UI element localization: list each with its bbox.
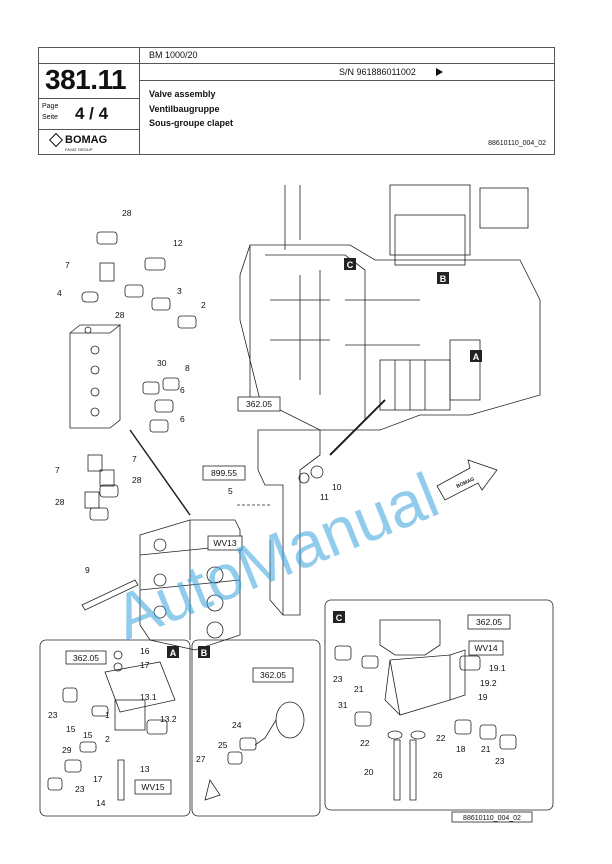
serial-number: S/N 961886011002 (339, 67, 416, 77)
callout-c-22: 22 (360, 738, 370, 748)
callout-a-13: 13 (140, 764, 150, 774)
logo-text: BOMAG (65, 134, 108, 146)
detail-a-ref-box: 362.05 (73, 653, 99, 663)
callout-a-2: 2 (105, 734, 110, 744)
detail-b-ref-box: 362.05 (260, 670, 286, 680)
callout-c-18: 18 (456, 744, 466, 754)
callout-a-15: 15 (66, 724, 76, 734)
callout-b-25: 25 (218, 740, 228, 750)
callout-10: 10 (332, 482, 342, 492)
callout-7: 7 (65, 260, 70, 270)
detail-letter-b: B (440, 274, 447, 284)
callout-c-26: 26 (433, 770, 443, 780)
callout-b-24: 24 (232, 720, 242, 730)
section-number: 381.11 (45, 64, 127, 95)
callout-28b: 28 (115, 310, 125, 320)
callout-c-22b: 22 (436, 733, 446, 743)
title-fr: Sous-groupe clapet (149, 118, 234, 128)
watermark: AutoManual (104, 459, 448, 654)
detail-letter-boxes: C B A A B C (167, 258, 482, 658)
callout-a-17b: 17 (93, 774, 103, 784)
model-name: BM 1000/20 (149, 50, 198, 60)
serial-arrow-icon (436, 68, 443, 76)
divider (39, 63, 139, 64)
callout-a-23: 23 (48, 710, 58, 720)
callout-a-16: 16 (140, 646, 150, 656)
callout-a-14: 14 (96, 798, 106, 808)
title-de: Ventilbaugruppe (149, 104, 220, 114)
detail-c-ref-box: 362.05 (476, 617, 502, 627)
callout-11: 11 (320, 492, 329, 502)
callout-a-1: 1 (105, 710, 110, 720)
callout-28: 28 (122, 208, 132, 218)
divider (139, 48, 140, 154)
callout-3: 3 (177, 286, 182, 296)
callout-2: 2 (201, 300, 206, 310)
page-box: Page Seite 4 / 4 (39, 98, 139, 130)
callout-b-27: 27 (196, 754, 206, 764)
callout-c-20: 20 (364, 767, 374, 777)
callout-4: 4 (57, 288, 62, 298)
callout-a-13-1: 13.1 (140, 692, 157, 702)
callout-28d: 28 (55, 497, 65, 507)
ref-box-899-55: 899.55 (211, 468, 237, 478)
title-en: Valve assembly (149, 89, 216, 99)
detail-a-letter: A (170, 648, 177, 658)
callout-a-17: 17 (140, 660, 150, 670)
callout-a-15b: 15 (83, 730, 93, 740)
callout-c-21b: 21 (481, 744, 491, 754)
callout-7b: 7 (55, 465, 60, 475)
drawing-id: 88610110_004_02 (463, 815, 521, 822)
callout-6b: 6 (180, 414, 185, 424)
divider (139, 80, 554, 81)
title-block: BM 1000/20 S/N 961886011002 Valve assemb… (38, 47, 555, 155)
callout-c-21: 21 (354, 684, 364, 694)
ref-box-362-05: 362.05 (246, 399, 272, 409)
detail-c-wv-box: WV14 (474, 643, 497, 653)
callout-c-19: 19 (478, 692, 488, 702)
detail-b-letter: B (201, 648, 208, 658)
doc-id: 88610110_004_02 (488, 140, 546, 147)
callout-a-13-2: 13.2 (160, 714, 177, 724)
callout-a-29: 29 (62, 745, 72, 755)
callout-7c: 7 (132, 454, 137, 464)
logo-subtext: FAYAT GROUP (65, 147, 93, 152)
callout-c-31: 31 (338, 700, 348, 710)
callout-a-23b: 23 (75, 784, 85, 794)
detail-letter-c: C (347, 260, 354, 270)
callout-c-19-2: 19.2 (480, 678, 497, 688)
callout-9: 9 (85, 565, 90, 575)
callout-c-19-1: 19.1 (489, 663, 506, 673)
callout-c-23b: 23 (495, 756, 505, 766)
callout-5: 5 (228, 486, 233, 496)
detail-a-wv-box: WV15 (141, 782, 164, 792)
callout-6: 6 (180, 385, 185, 395)
callout-12: 12 (173, 238, 183, 248)
detail-c-letter: C (336, 613, 343, 623)
detail-letter-a: A (473, 352, 480, 362)
bomag-logo: BOMAG (48, 132, 108, 148)
page-label: Page (42, 103, 59, 110)
ref-box-wv13: WV13 (213, 538, 236, 548)
callout-30: 30 (157, 358, 167, 368)
direction-arrow-logo: BOMAG (456, 476, 476, 490)
page-label-de: Seite (42, 114, 58, 121)
callout-28c: 28 (132, 475, 142, 485)
divider (139, 63, 554, 64)
page-number: 4 / 4 (75, 104, 109, 123)
callout-8: 8 (185, 363, 190, 373)
callout-c-23: 23 (333, 674, 343, 684)
